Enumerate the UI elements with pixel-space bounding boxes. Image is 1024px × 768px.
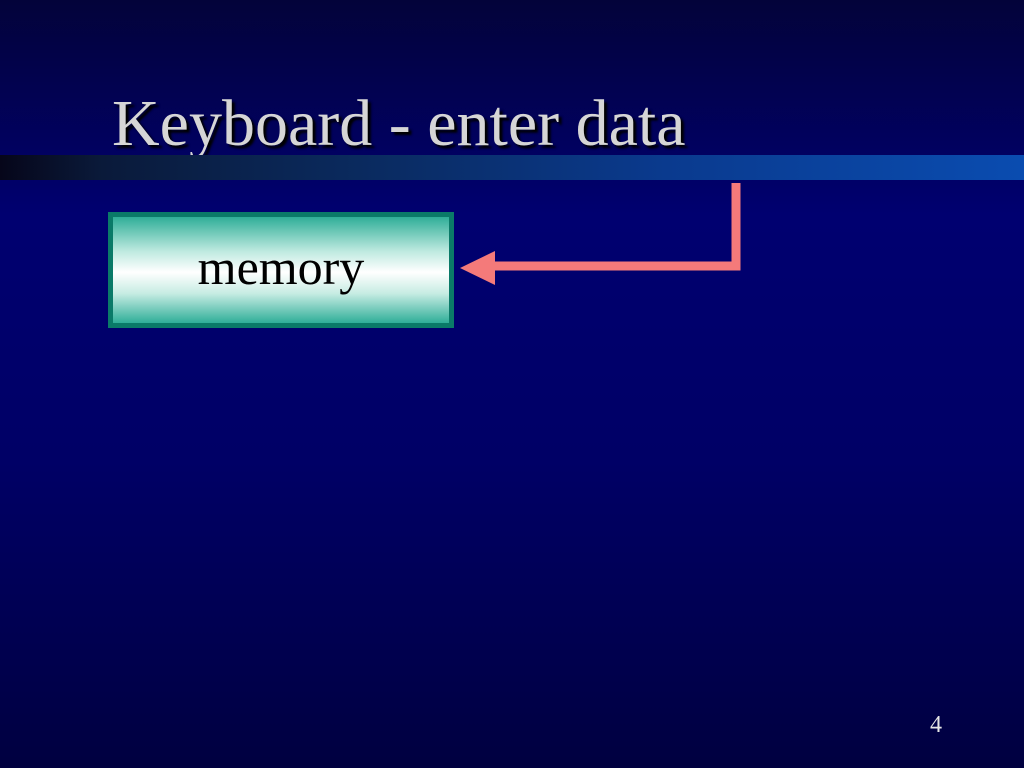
arrow-shaft [490, 183, 741, 271]
arrow-head [460, 251, 495, 285]
memory-box: memory [108, 212, 454, 328]
slide-title: Keyboard - enter data [112, 87, 686, 160]
memory-label: memory [197, 239, 365, 295]
title-underline-bar [0, 155, 1024, 180]
page-number: 4 [930, 712, 942, 738]
